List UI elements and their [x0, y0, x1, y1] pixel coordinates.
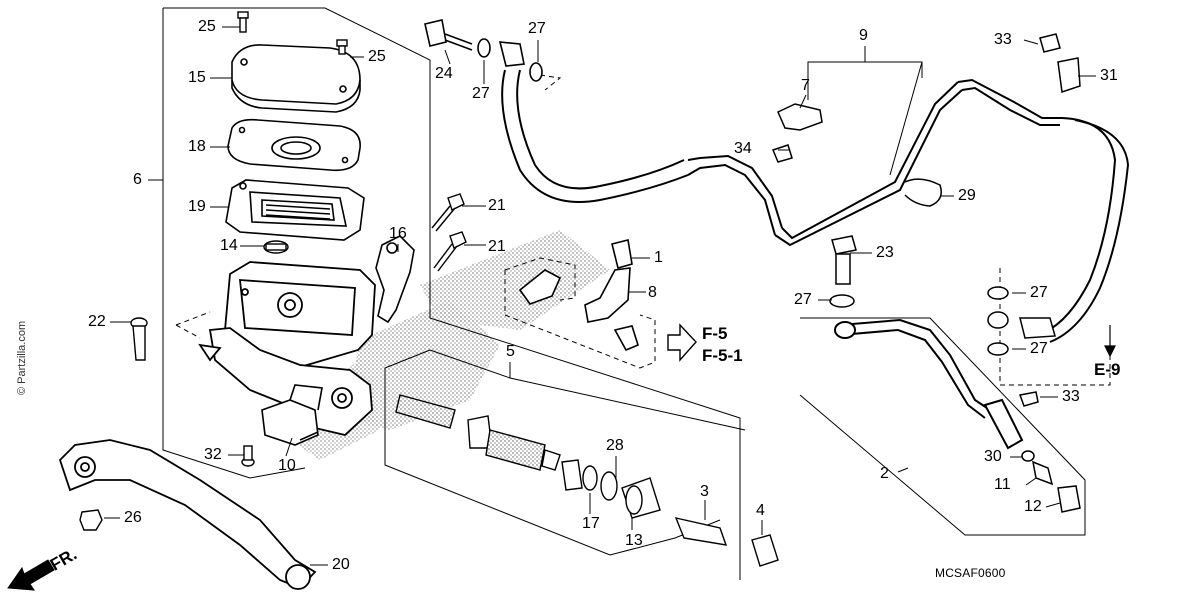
- watermark: © Partzilla.com: [16, 320, 28, 395]
- callout-12: 12: [1024, 498, 1042, 515]
- callout-4: 4: [756, 502, 765, 519]
- callout-32: 32: [204, 446, 222, 463]
- callout-13: 13: [625, 532, 643, 549]
- callout-3: 3: [700, 483, 709, 500]
- callout-20: 20: [332, 556, 350, 573]
- master-cylinder-body: [198, 261, 376, 436]
- reference-e9: E-9: [1094, 360, 1121, 379]
- callout-18: 18: [188, 138, 206, 155]
- callout-26: 26: [124, 509, 142, 526]
- callout-1: 1: [654, 249, 663, 266]
- callout-31: 31: [1100, 67, 1118, 84]
- callout-33: 33: [1062, 388, 1080, 405]
- callout-14: 14: [220, 237, 238, 254]
- callout-5: 5: [506, 343, 515, 360]
- holder-16: [375, 235, 415, 324]
- callout-11: 11: [994, 476, 1011, 493]
- e9-arrow: [1104, 325, 1116, 358]
- leader-lines: [104, 26, 1096, 566]
- reservoir-plate-18: [227, 118, 361, 172]
- callout-21: 21: [488, 197, 506, 214]
- callout-25: 25: [368, 48, 386, 65]
- clutch-switch-10: [261, 384, 323, 446]
- callout-16: 16: [389, 225, 407, 242]
- callout-25: 25: [198, 18, 216, 35]
- callout-7: 7: [801, 77, 810, 94]
- clutch-hose-frame: [799, 317, 1086, 536]
- right-small-parts: [771, 33, 1081, 513]
- callout-8: 8: [648, 284, 657, 301]
- screws-25: [237, 11, 348, 55]
- plug-14: [263, 240, 289, 254]
- diaphragm-19: [225, 179, 365, 241]
- banjo-bolt-24: [424, 19, 543, 82]
- callout-27: 27: [1030, 284, 1048, 301]
- callout-33: 33: [994, 31, 1012, 48]
- callout-29: 29: [958, 187, 976, 204]
- pivot-bolt-22: [130, 317, 148, 361]
- callout-24: 24: [435, 65, 453, 82]
- bolts-21: [431, 193, 467, 272]
- diagram-code: MCSAF0600: [935, 566, 1006, 580]
- callout-22: 22: [88, 313, 106, 330]
- master-cylinder-frame: [148, 7, 741, 580]
- callout-19: 19: [188, 198, 206, 215]
- front-arrow: [7, 559, 55, 591]
- callout-30: 30: [984, 448, 1002, 465]
- callout-10: 10: [278, 457, 296, 474]
- callout-15: 15: [188, 69, 206, 86]
- callout-27: 27: [528, 20, 546, 37]
- callout-6: 6: [133, 171, 142, 188]
- callout-27: 27: [1030, 340, 1048, 357]
- callout-9: 9: [859, 27, 868, 44]
- reservoir-cap-15: [231, 44, 361, 113]
- nut-26: [79, 509, 103, 531]
- callout-27: 27: [794, 291, 812, 308]
- callout-27: 27: [472, 85, 490, 102]
- piston-kit: [395, 394, 779, 567]
- clutch-hose-upper: [501, 69, 1130, 343]
- reference-arrow: [667, 323, 697, 362]
- callout-2: 2: [880, 465, 889, 482]
- callout-17: 17: [582, 515, 600, 532]
- brackets-1-8: [518, 239, 639, 352]
- callout-21: 21: [488, 238, 506, 255]
- clutch-lever-20: [58, 439, 317, 590]
- callout-34: 34: [734, 140, 752, 157]
- reference-f5-1: F-5-1: [702, 346, 743, 365]
- lower-hose: [834, 318, 1024, 450]
- pipe-bracket-9: [807, 46, 923, 176]
- screw-32: [241, 445, 255, 467]
- reference-f5: F-5: [702, 324, 728, 343]
- callout-28: 28: [606, 437, 624, 454]
- callout-23: 23: [876, 244, 894, 261]
